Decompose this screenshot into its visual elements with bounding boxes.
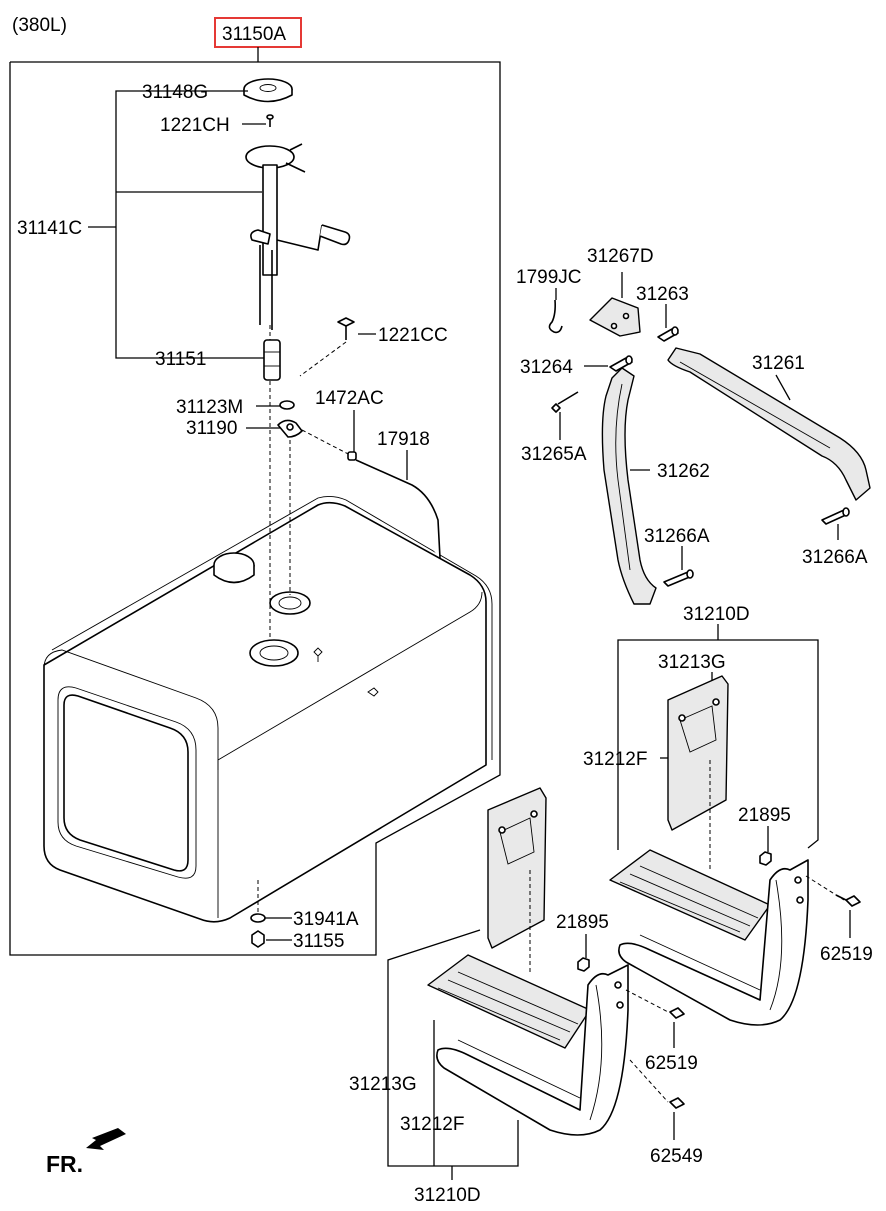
- callout-17918[interactable]: 17918: [377, 429, 430, 450]
- callout-31210D-top[interactable]: 31210D: [683, 604, 750, 625]
- callout-31213G-bottom[interactable]: 31213G: [349, 1074, 417, 1095]
- callout-31266A-left[interactable]: 31266A: [644, 526, 710, 547]
- callout-31141C[interactable]: 31141C: [17, 218, 82, 239]
- callout-31212F-bottom[interactable]: 31212F: [400, 1114, 464, 1135]
- nut-21895-top[interactable]: [759, 851, 772, 866]
- callout-31148G[interactable]: 31148G: [142, 82, 208, 103]
- callout-31264[interactable]: 31264: [520, 357, 573, 378]
- callout-31213G-top[interactable]: 31213G: [658, 652, 726, 673]
- strap-1799JC[interactable]: [548, 299, 563, 334]
- front-direction-label: FR.: [46, 1151, 83, 1177]
- plate-31190[interactable]: [277, 419, 303, 438]
- filter-31151[interactable]: [263, 339, 281, 381]
- plate-31213G-top[interactable]: [667, 675, 729, 831]
- bolt-31265A[interactable]: [551, 391, 579, 413]
- bracket-31210D-top[interactable]: [618, 859, 809, 1026]
- screw-1221CH[interactable]: [266, 114, 274, 127]
- callout-31266A-right[interactable]: 31266A: [802, 547, 868, 568]
- callout-21895-bottom[interactable]: 21895: [556, 912, 609, 933]
- bracket-31210D-bottom[interactable]: [436, 964, 629, 1136]
- callout-62519-right[interactable]: 62519: [820, 944, 873, 965]
- bolt-62549[interactable]: [669, 1097, 685, 1109]
- callout-1221CH[interactable]: 1221CH: [160, 115, 230, 136]
- pin-31263[interactable]: [657, 326, 679, 342]
- oring-31123M[interactable]: [279, 400, 295, 410]
- callout-31941A[interactable]: 31941A: [293, 909, 359, 930]
- callout-21895-top[interactable]: 21895: [738, 805, 791, 826]
- fuel-sender-31141C[interactable]: [245, 143, 351, 330]
- callout-62549[interactable]: 62549: [650, 1146, 703, 1167]
- plug-31155[interactable]: [251, 930, 265, 948]
- callout-62519-bottom[interactable]: 62519: [645, 1053, 698, 1074]
- variant-label: (380L): [12, 15, 67, 36]
- washer-31941A[interactable]: [250, 913, 266, 923]
- arm-31261[interactable]: [667, 347, 871, 501]
- step-31212F-bottom[interactable]: [427, 954, 591, 1049]
- assembly-frame: [9, 61, 501, 956]
- pin-31264[interactable]: [609, 355, 633, 372]
- fuel-tank[interactable]: [43, 495, 493, 923]
- callout-31190[interactable]: 31190: [186, 418, 237, 439]
- screw-1221CC[interactable]: [337, 317, 355, 340]
- callout-31261[interactable]: 31261: [752, 353, 805, 374]
- callout-31210D-bottom[interactable]: 31210D: [414, 1185, 481, 1206]
- callout-31212F-top[interactable]: 31212F: [583, 749, 647, 770]
- callout-1221CC[interactable]: 1221CC: [378, 325, 448, 346]
- nut-21895-bottom[interactable]: [577, 957, 590, 972]
- assembly-number-label[interactable]: 31150A: [222, 24, 286, 45]
- pin-31266A-right[interactable]: [821, 507, 850, 525]
- front-direction-arrow-icon: [86, 1128, 126, 1150]
- step-31212F-top[interactable]: [609, 849, 771, 941]
- callout-31155[interactable]: 31155: [293, 931, 344, 952]
- callout-31123M[interactable]: 31123M: [176, 397, 243, 418]
- pin-31266A-left[interactable]: [663, 569, 694, 587]
- callout-31151[interactable]: 31151: [155, 349, 206, 370]
- bolt-62519-right[interactable]: [835, 894, 861, 907]
- callout-31267D[interactable]: 31267D: [587, 246, 654, 267]
- plate-31213G-bottom[interactable]: [487, 787, 547, 949]
- callout-31262[interactable]: 31262: [657, 461, 710, 482]
- gasket-31148G[interactable]: [243, 78, 293, 103]
- hanger-31262[interactable]: [601, 367, 657, 605]
- bracket-31267D[interactable]: [589, 297, 641, 337]
- callout-1472AC[interactable]: 1472AC: [315, 388, 384, 409]
- callout-31265A[interactable]: 31265A: [521, 444, 587, 465]
- clip-1472AC[interactable]: [347, 451, 357, 461]
- hose-17918[interactable]: [355, 459, 441, 559]
- callout-31263[interactable]: 31263: [636, 284, 689, 305]
- callout-1799JC[interactable]: 1799JC: [516, 267, 582, 288]
- bolt-62519-bottom[interactable]: [669, 1007, 685, 1019]
